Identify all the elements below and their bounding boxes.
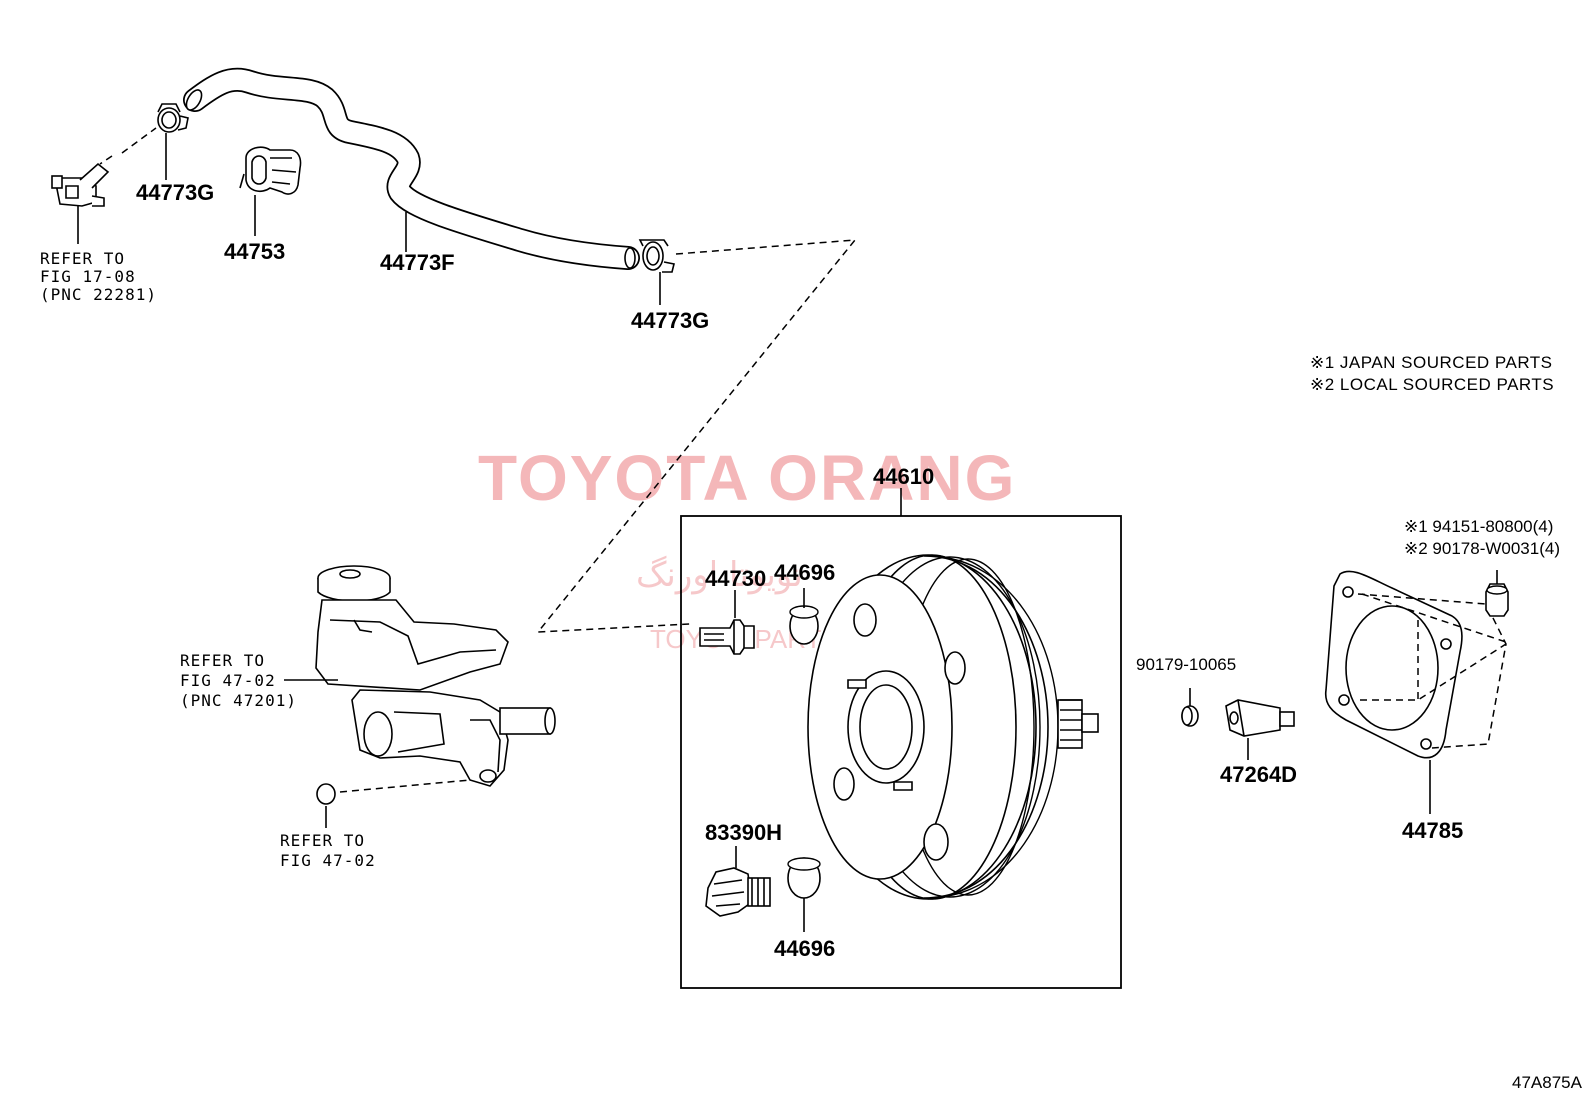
label-90179-10065: 90179-10065 xyxy=(1136,655,1236,674)
ref-lower-line2: FIG 47-02 xyxy=(280,851,376,870)
label-44753: 44753 xyxy=(224,239,285,264)
master-cylinder-icon[interactable] xyxy=(315,565,556,787)
ref-lower-line1: REFER TO xyxy=(280,831,365,850)
clevis-pin-icon[interactable] xyxy=(1181,705,1199,727)
ref-master-line2: FIG 47-02 xyxy=(180,671,276,690)
hose-clamp-upper-icon[interactable] xyxy=(157,103,189,133)
label-44773g-right: 44773G xyxy=(631,308,709,333)
label-44773f: 44773F xyxy=(380,250,455,275)
gasket-plate-icon[interactable] xyxy=(1324,570,1463,759)
hose-clip-icon[interactable] xyxy=(239,146,302,195)
ref-upper-left-line2: FIG 17-08 xyxy=(40,267,136,286)
label-nut-japan: ※1 94151-80800(4) xyxy=(1404,517,1553,536)
watermark-persian: تویوتا اورنگ xyxy=(636,555,803,595)
label-44696-lower: 44696 xyxy=(774,936,835,961)
check-valve-icon[interactable] xyxy=(699,619,755,655)
label-44773g-upper: 44773G xyxy=(136,180,214,205)
vacuum-sensor-icon[interactable] xyxy=(705,867,771,917)
brake-booster-icon[interactable] xyxy=(807,554,1099,900)
label-47264d: 47264D xyxy=(1220,762,1297,787)
vacuum-hose-icon[interactable] xyxy=(183,67,640,270)
label-nut-local: ※2 90178-W0031(4) xyxy=(1404,539,1560,558)
note-local: ※2 LOCAL SOURCED PARTS xyxy=(1310,375,1554,394)
vacuum-fitting-icon[interactable] xyxy=(51,162,110,207)
nut-icon[interactable] xyxy=(1485,583,1509,617)
grommet-lower-icon[interactable] xyxy=(787,857,821,899)
clevis-icon[interactable] xyxy=(1225,699,1295,737)
grommet-upper-icon[interactable] xyxy=(789,605,819,645)
hose-clamp-right-icon[interactable] xyxy=(638,239,675,273)
ref-master-line1: REFER TO xyxy=(180,651,265,670)
seal-ring-icon[interactable] xyxy=(316,783,336,805)
ref-master-line3: (PNC 47201) xyxy=(180,691,297,710)
watermark-main: TOYOTA ORANG xyxy=(478,442,1016,514)
figure-code: 47A875A xyxy=(1512,1073,1583,1092)
label-44730: 44730 xyxy=(705,566,766,591)
label-83390h: 83390H xyxy=(705,820,782,845)
ref-upper-left-line1: REFER TO xyxy=(40,249,125,268)
label-44785: 44785 xyxy=(1402,818,1463,843)
note-japan: ※1 JAPAN SOURCED PARTS xyxy=(1310,353,1553,372)
ref-upper-left-line3: (PNC 22281) xyxy=(40,285,157,304)
label-44696-upper: 44696 xyxy=(774,560,835,585)
label-44610: 44610 xyxy=(873,464,934,489)
